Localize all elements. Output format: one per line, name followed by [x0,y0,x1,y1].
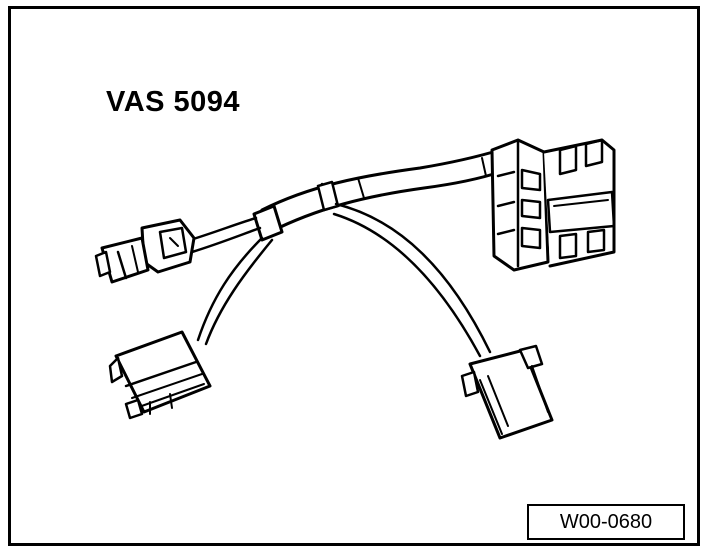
figure-id-label: W00-0680 [527,504,685,540]
connector-lower-left [108,330,212,420]
branch-cable-lower-right [332,202,492,358]
junction-sleeve [252,180,340,242]
main-connector [490,138,616,272]
connector-lower-right [460,344,554,440]
main-cable [260,148,502,234]
diagram-title: VAS 5094 [106,86,241,118]
branch-cable-lower-left [196,236,274,346]
branch-cable-left-plug [188,216,262,254]
small-plug-left [94,218,196,284]
